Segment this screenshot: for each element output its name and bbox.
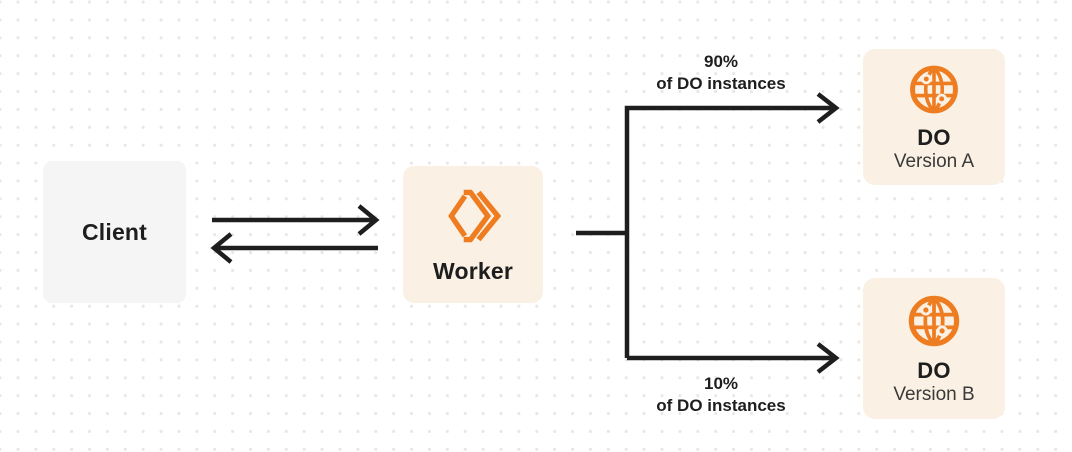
globe-meridian-right xyxy=(932,296,945,346)
workers-icon-outer-chevron xyxy=(476,190,502,241)
split-top-label: 90% of DO instances xyxy=(596,51,846,95)
do-version-b-node: DO Version B xyxy=(863,278,1005,419)
worker-to-client-arrow xyxy=(210,232,378,264)
split-bottom-arrow xyxy=(627,342,840,374)
workers-icon-inner-chevron xyxy=(463,189,492,242)
globe-dot-upper xyxy=(921,73,932,85)
split-bottom-caption: of DO instances xyxy=(656,396,786,415)
worker-label: Worker xyxy=(432,257,514,284)
do-a-subtitle: Version A xyxy=(893,151,975,172)
durable-object-globe-icon xyxy=(910,65,958,114)
split-top-percent: 90% xyxy=(703,52,739,71)
client-label: Client xyxy=(81,218,148,245)
client-node: Client xyxy=(43,161,186,303)
globe-meridian-left xyxy=(923,296,936,346)
globe-meridian-left xyxy=(923,66,936,113)
split-bottom-label: 10% of DO instances xyxy=(596,373,846,417)
split-top-caption: of DO instances xyxy=(656,74,786,93)
globe-dot-lower xyxy=(936,325,948,337)
split-top-arrow xyxy=(624,92,840,358)
do-b-title: DO xyxy=(917,358,951,383)
do-version-a-node: DO Version A xyxy=(863,49,1005,185)
worker-node: Worker xyxy=(403,166,543,303)
globe-meridian-right xyxy=(932,66,945,113)
globe-dot-upper xyxy=(920,304,932,316)
durable-object-globe-icon xyxy=(908,295,960,347)
workers-icon xyxy=(448,189,502,242)
globe-dot-lower xyxy=(936,93,947,105)
split-bottom-percent: 10% xyxy=(703,374,739,393)
do-b-subtitle: Version B xyxy=(893,384,975,405)
do-a-title: DO xyxy=(917,125,951,150)
client-to-worker-arrow xyxy=(212,204,380,236)
workers-icon-left-bracket xyxy=(448,194,468,237)
